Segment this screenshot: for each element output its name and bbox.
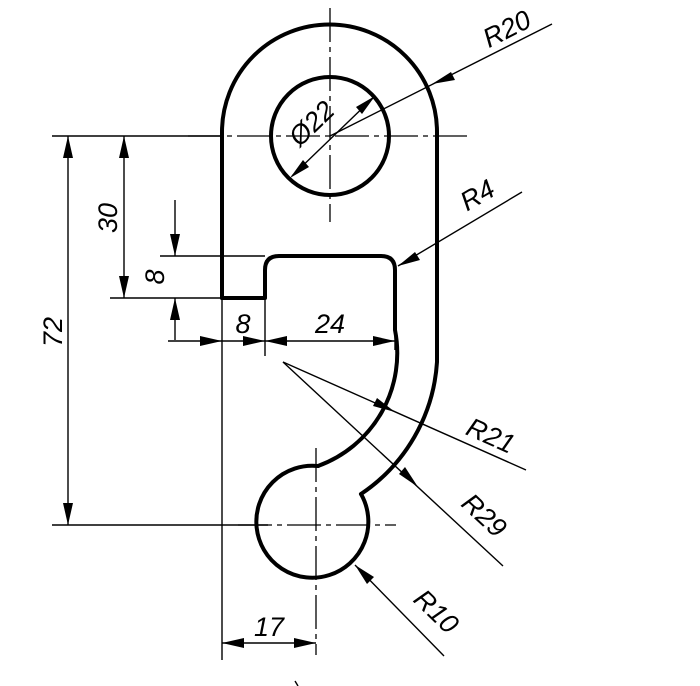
dim-8v-label: 8 [140,269,170,284]
dim-r4-arrow [398,252,420,266]
dim-r21-leader [282,361,527,471]
dim-24-label: 24 [314,309,345,339]
dim-r4-label: R4 [455,174,500,217]
dim-d22-arrow-a [290,160,309,178]
part-outline [220,22,439,496]
dim-30-arrow-bottom [119,276,129,298]
dim-d22-arrow-b [356,96,375,114]
inner-slot-outline [220,254,400,468]
dim-r10-arrow [355,565,374,584]
dim-30-arrow-top [119,136,129,158]
dim-d22-label: Ø22 [282,95,340,153]
dim-72-arrow-top [63,136,73,158]
dim-r29-leader [282,361,504,567]
dim-r29-label: R29 [456,488,513,544]
dim-8h-label: 8 [235,309,250,339]
dim-17-arrow-right [294,638,316,648]
lower-circle-outline [254,463,371,580]
dim-8h-arrow-left [200,336,222,346]
dim-72-arrow-bottom [63,503,73,525]
dim-8v-arrow-bottom [170,298,180,320]
dim-17-arrow-left [222,638,244,648]
stray-mark [294,680,299,686]
dim-24-arrow-right [373,336,395,346]
dim-24-arrow-left [265,336,287,346]
dim-r20-arrow [432,72,455,84]
dim-8h-arrow-right [243,336,265,346]
dim-r21-arrow [373,398,395,412]
dim-30-label: 30 [93,203,123,233]
dim-17-label: 17 [254,612,285,642]
dim-r21-label: R21 [462,412,519,460]
dim-r29-arrow [399,467,418,487]
dim-r10-label: R10 [408,584,464,640]
dim-8v-arrow-top [170,234,180,256]
dim-r4-leader [397,191,523,267]
dim-72-label: 72 [38,317,68,347]
